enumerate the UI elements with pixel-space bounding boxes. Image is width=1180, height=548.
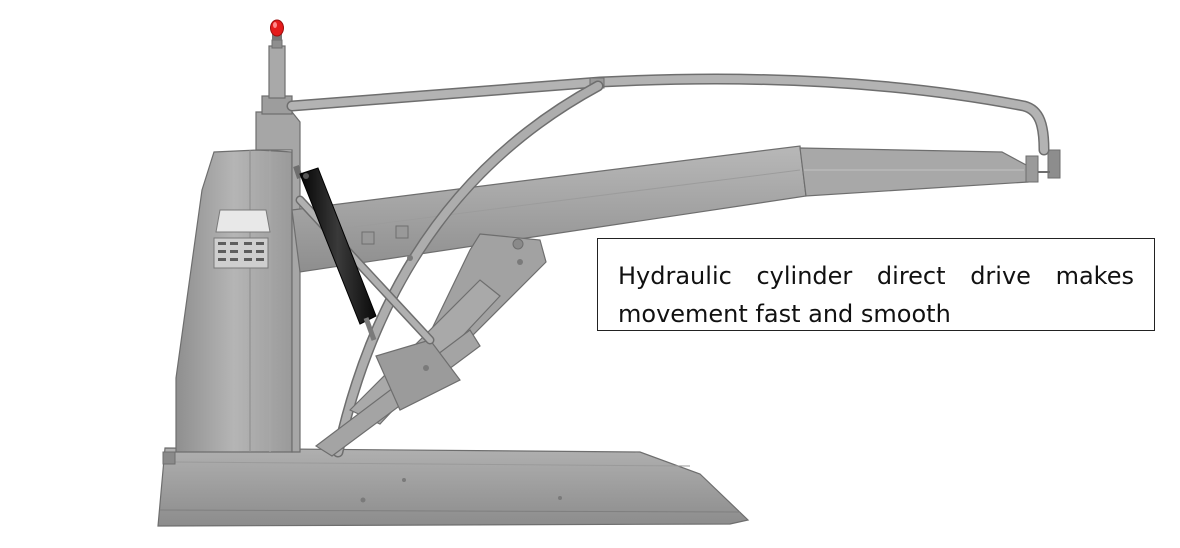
boom-extension bbox=[799, 147, 1061, 197]
top-rail bbox=[286, 73, 1050, 156]
hydraulic-cylinder-icon bbox=[293, 165, 377, 341]
feature-callout-box: Hydraulic cylinder direct drive makes mo… bbox=[597, 238, 1155, 331]
warning-beacon-icon bbox=[270, 19, 284, 40]
curved-guide-arm bbox=[332, 80, 604, 458]
callout-text: Hydraulic cylinder direct drive makes mo… bbox=[618, 262, 1134, 328]
machine-base bbox=[157, 447, 750, 527]
vent-grille-icon bbox=[213, 209, 271, 269]
